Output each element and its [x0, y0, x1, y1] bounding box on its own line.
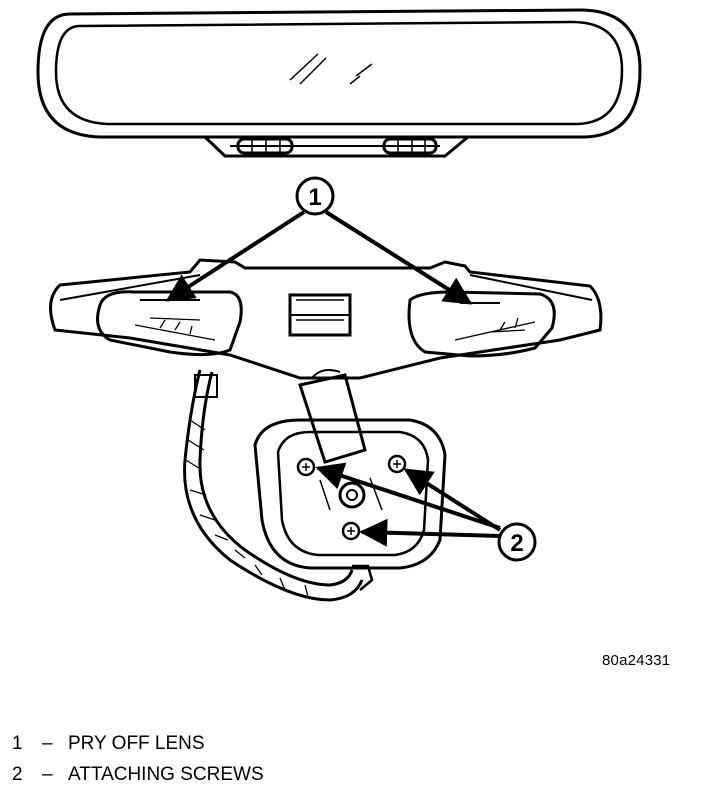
attaching-screws [296, 454, 407, 541]
callout-1: 1 [295, 176, 335, 216]
arrow-2-top-right [403, 468, 502, 532]
right-lens [407, 290, 556, 358]
legend-number: 1 [12, 733, 23, 754]
legend-text: ATTACHING SCREWS [68, 764, 264, 785]
legend-text: PRY OFF LENS [68, 733, 205, 754]
left-lens [96, 290, 243, 357]
wiring-harness [183, 369, 374, 602]
mirror-housing [49, 258, 603, 380]
callout-2-number: 2 [510, 530, 523, 557]
legend-item: 1–PRY OFF LENS [12, 728, 264, 759]
arrow-1-right [324, 210, 473, 305]
base-bracket [253, 418, 447, 570]
arrow-2-top-left [315, 462, 501, 530]
legend-separator: – [42, 733, 53, 754]
legend-item: 2–ATTACHING SCREWS [12, 759, 264, 790]
mirror-glass [36, 8, 642, 158]
callout-2: 2 [497, 522, 537, 562]
legend-number: 2 [12, 764, 23, 785]
callout-1-number: 1 [308, 184, 321, 211]
legend-separator: – [42, 764, 53, 785]
mirror-diagram: 1 [36, 8, 642, 602]
arrow-1-left [165, 210, 306, 302]
arrow-2-bottom [359, 518, 501, 547]
mounting-arm [298, 369, 367, 464]
figure-reference-code: 80a24331 [602, 652, 671, 669]
legend: 1–PRY OFF LENS 2–ATTACHING SCREWS [12, 728, 264, 790]
